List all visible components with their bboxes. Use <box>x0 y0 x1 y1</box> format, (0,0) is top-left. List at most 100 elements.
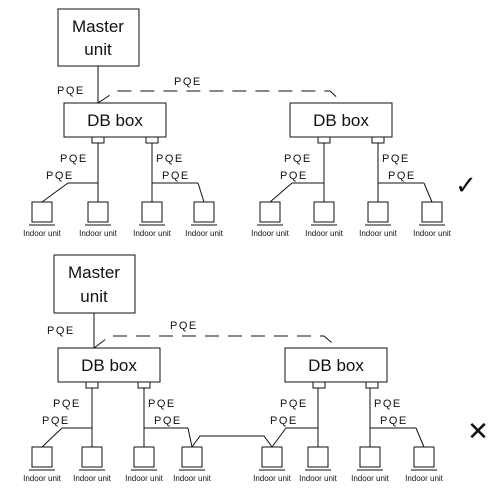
db-box-label: DB box <box>313 111 369 130</box>
master-unit-box <box>53 254 136 314</box>
correct-wiring-diagram: Master unit PQE PQE DB box DB box PQE PQ… <box>23 8 477 238</box>
branch-wire <box>187 427 193 448</box>
branch-wire <box>41 182 69 203</box>
db-box-port <box>371 136 385 144</box>
branch-wire <box>271 427 287 448</box>
indoor-unit-icon <box>181 446 203 468</box>
indoor-unit: Indoor unit <box>413 201 452 238</box>
indoor-unit-label: Indoor unit <box>251 229 290 238</box>
dbbox-link-dashed-wire <box>93 335 339 349</box>
indoor-unit-label: Indoor unit <box>413 229 452 238</box>
pqe-label: PQE <box>46 170 74 182</box>
pqe-label: PQE <box>174 76 202 88</box>
pqe-label: PQE <box>154 415 182 427</box>
indoor-unit-label: Indoor unit <box>185 229 224 238</box>
pqe-label: PQE <box>280 170 308 182</box>
indoor-unit-icon <box>133 446 155 468</box>
pqe-label: PQE <box>156 153 184 165</box>
branch-wire <box>197 182 205 203</box>
incorrect-wiring-diagram: Master unit PQE PQE DB box DB box PQE PQ… <box>23 254 489 483</box>
indoor-unit: Indoor unit <box>73 446 112 483</box>
indoor-unit-label: Indoor unit <box>305 229 344 238</box>
db-box-port <box>91 136 105 144</box>
indoor-unit-icon <box>367 201 389 223</box>
branch-wire <box>423 182 433 203</box>
indoor-unit-icon <box>31 446 53 468</box>
pqe-label: PQE <box>388 170 416 182</box>
indoor-unit: Indoor unit <box>299 446 338 483</box>
pqe-label: PQE <box>280 398 308 410</box>
db-box-port <box>137 381 151 389</box>
master-unit-box <box>57 8 140 67</box>
pqe-label: PQE <box>380 415 408 427</box>
indoor-unit-icon <box>313 201 335 223</box>
indoor-unit-icon <box>193 201 215 223</box>
indoor-unit-label: Indoor unit <box>173 474 212 483</box>
indoor-unit-icon <box>141 201 163 223</box>
db-box-label: DB box <box>308 356 364 375</box>
indoor-unit-icon <box>307 446 329 468</box>
indoor-unit-label: Indoor unit <box>23 229 62 238</box>
indoor-unit-label: Indoor unit <box>73 474 112 483</box>
db-box-port <box>312 381 326 389</box>
indoor-unit-label: Indoor unit <box>133 229 172 238</box>
indoor-unit: Indoor unit <box>351 446 390 483</box>
indoor-unit: Indoor unit <box>253 446 292 483</box>
db-box-port <box>365 381 379 389</box>
indoor-unit-label: Indoor unit <box>359 229 398 238</box>
db-box-label: DB box <box>87 111 143 130</box>
indoor-unit-row: Indoor unit Indoor unit Indoor unit Indoor … <box>23 201 452 238</box>
db-box <box>289 102 393 138</box>
indoor-unit-label: Indoor unit <box>299 474 338 483</box>
indoor-unit: Indoor unit <box>125 446 164 483</box>
indoor-unit: Indoor unit <box>251 201 290 238</box>
indoor-unit-label: Indoor unit <box>79 229 118 238</box>
indoor-unit-icon <box>31 201 53 223</box>
db-box <box>63 102 167 138</box>
master-unit-label-line1: Master <box>68 263 120 282</box>
pqe-label: PQE <box>170 320 198 332</box>
check-icon: ✓ <box>455 171 477 201</box>
indoor-unit: Indoor unit <box>359 201 398 238</box>
dbbox-link-dashed-wire <box>97 90 344 104</box>
indoor-unit-icon <box>87 201 109 223</box>
branch-wire <box>41 427 63 448</box>
db-box-port <box>145 136 159 144</box>
branch-wire <box>269 182 293 203</box>
incorrect-cross-wire <box>191 435 273 448</box>
master-unit-label-line1: Master <box>72 17 124 36</box>
pqe-label: PQE <box>374 398 402 410</box>
db-box <box>284 347 388 383</box>
indoor-unit: Indoor unit <box>23 201 62 238</box>
pqe-label: PQE <box>57 85 85 97</box>
pqe-label: PQE <box>382 153 410 165</box>
indoor-unit: Indoor unit <box>173 446 212 483</box>
cross-icon: ✕ <box>467 417 489 447</box>
indoor-unit: Indoor unit <box>305 201 344 238</box>
indoor-unit-label: Indoor unit <box>23 474 62 483</box>
master-unit-label-line2: unit <box>84 40 112 59</box>
pqe-label: PQE <box>270 415 298 427</box>
pqe-label: PQE <box>60 153 88 165</box>
db-box-port <box>85 381 99 389</box>
pqe-label: PQE <box>42 415 70 427</box>
indoor-unit-icon <box>359 446 381 468</box>
pqe-label: PQE <box>148 398 176 410</box>
indoor-unit: Indoor unit <box>79 201 118 238</box>
indoor-unit-icon <box>259 201 281 223</box>
branch-wire <box>415 427 425 448</box>
indoor-unit-label: Indoor unit <box>125 474 164 483</box>
indoor-unit: Indoor unit <box>133 201 172 238</box>
db-box-port <box>317 136 331 144</box>
indoor-unit-icon <box>413 446 435 468</box>
db-box-label: DB box <box>81 356 137 375</box>
pqe-label: PQE <box>284 153 312 165</box>
db-box <box>57 347 161 383</box>
indoor-unit-label: Indoor unit <box>405 474 444 483</box>
pqe-label: PQE <box>53 398 81 410</box>
indoor-unit: Indoor unit <box>23 446 62 483</box>
indoor-unit-label: Indoor unit <box>351 474 390 483</box>
